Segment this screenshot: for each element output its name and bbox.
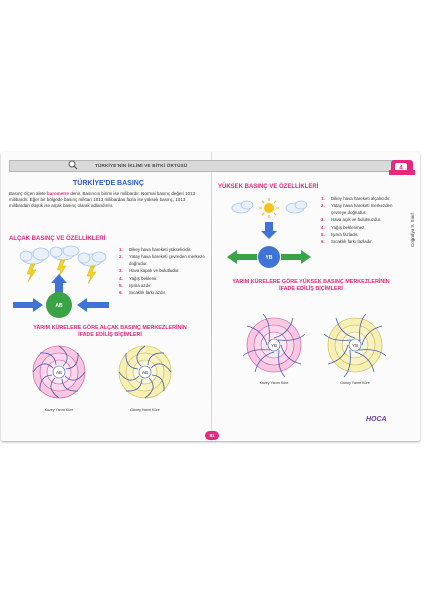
low-pressure-diagram: AB	[13, 245, 109, 318]
barometer-term: barometre	[47, 191, 70, 196]
header-bar: TÜRKİYE'NİN İKLİMİ VE BİTKİ ÖRTÜSÜ	[9, 160, 406, 172]
down-arrow-icon	[261, 222, 277, 239]
low-spiral-title-line-2: İFADE EDİLİŞ BİÇİMLERİ	[78, 332, 142, 338]
intro-paragraph: Basınç ölçen alete barometre denir. Bası…	[9, 191, 205, 210]
list-item: 6.Sıcaklık farkı fazladır.	[321, 239, 373, 245]
unit-badge-icon: 4	[389, 160, 415, 175]
high-south-spiral: YB	[323, 313, 387, 378]
list-item: 1.Dikey hava hareketi alçalıcıdır.	[321, 196, 391, 201]
intro-part-c: denir. Basıncın birimi ise milibardır. N…	[9, 191, 196, 209]
unit-number: 4	[399, 166, 403, 172]
textbook-spread: TÜRKİYE'NİN İKLİMİ VE BİTKİ ÖRTÜSÜ 4 TÜR…	[1, 152, 420, 441]
high-pressure-list: 1.Dikey hava hareketi alçalıcıdır. 2.Yat…	[321, 196, 399, 247]
low-north-caption: Kuzey Yarım Küre	[44, 408, 74, 412]
intro-part-a: Basınç ölçen alete	[9, 191, 48, 196]
list-item: 3.Hava kapalı ve bulutludur.	[119, 268, 180, 274]
high-spiral-title-line-1: YARIM KÜRELERE GÖRE YÜKSEK BASINÇ MERKEZ…	[232, 279, 390, 285]
low-pressure-list: 1.Dikey hava hareketi yükselicidir. 2.Ya…	[119, 247, 205, 298]
list-item: 2.Yatay hava hareketi merkezden çevreye …	[321, 203, 393, 215]
publisher-logo: HOCA	[366, 416, 387, 423]
inward-arrows-icon	[13, 298, 109, 312]
outward-arrows-icon	[227, 250, 311, 264]
list-item: 5.Işıma azdır.	[119, 283, 152, 289]
header-title: TÜRKİYE'NİN İKLİMİ VE BİTKİ ÖRTÜSÜ	[95, 163, 188, 168]
yb-north-label: YB	[271, 343, 277, 348]
yb-center	[258, 246, 280, 268]
yb-south-label: YB	[352, 343, 358, 348]
book-spine	[211, 152, 212, 441]
cloud-icon	[19, 245, 107, 267]
low-south-caption: Güney Yarım Küre	[130, 408, 160, 412]
page-number: 81	[205, 431, 219, 440]
lightning-icon	[26, 259, 97, 285]
yb-label: YB	[266, 255, 273, 261]
sun-icon	[259, 198, 279, 218]
high-south-caption: Güney Yarım Küre	[340, 381, 370, 385]
list-item: 2.Yatay hava hareketi çevreden merkeze d…	[119, 254, 205, 266]
list-item: 1.Dikey hava hareketi yükselicidir.	[119, 247, 192, 252]
high-north-spiral: YB	[242, 313, 306, 378]
low-spiral-title-line-1: YARIM KÜRELERE GÖRE ALÇAK BASINÇ MERKEZL…	[33, 325, 187, 331]
low-pressure-title: ALÇAK BASINÇ VE ÖZELLİKLERİ	[9, 236, 106, 242]
high-pressure-title: YÜKSEK BASINÇ VE ÖZELLİKLERİ	[218, 184, 319, 190]
cloud-icon	[231, 200, 308, 214]
left-page-title: TÜRKİYE'DE BASINÇ	[73, 180, 144, 187]
list-item: 3.Hava açık ve bulutsuzdur.	[321, 217, 382, 223]
list-item: 6.Sıcaklık farkı azdır.	[119, 290, 167, 296]
low-north-spiral: AB	[32, 345, 86, 399]
high-north-caption: Kuzey Yarım Küre	[259, 381, 289, 385]
low-south-spiral: AB	[118, 345, 172, 399]
ab-north-label: AB	[56, 370, 62, 375]
list-item: 4.Yağış beklenir.	[119, 275, 158, 281]
side-label: Coğrafya 9. Sınıf	[410, 213, 415, 247]
high-spiral-title-line-2: İFADE EDİLİŞ BİÇİMLERİ	[279, 286, 343, 292]
ab-center	[46, 292, 72, 318]
ab-label: AB	[55, 303, 63, 309]
high-pressure-diagram: YB	[227, 198, 311, 268]
ab-south-label: AB	[142, 370, 148, 375]
list-item: 5.Işıma fazladır.	[321, 232, 359, 238]
low-spiral-title: YARIM KÜRELERE GÖRE ALÇAK BASINÇ MERKEZL…	[25, 325, 195, 339]
up-arrow-icon	[51, 274, 67, 294]
high-spiral-title: YARIM KÜRELERE GÖRE YÜKSEK BASINÇ MERKEZ…	[221, 279, 401, 293]
magnifier-icon	[68, 160, 78, 170]
list-item: 4.Yağış beklenmez.	[321, 224, 366, 230]
